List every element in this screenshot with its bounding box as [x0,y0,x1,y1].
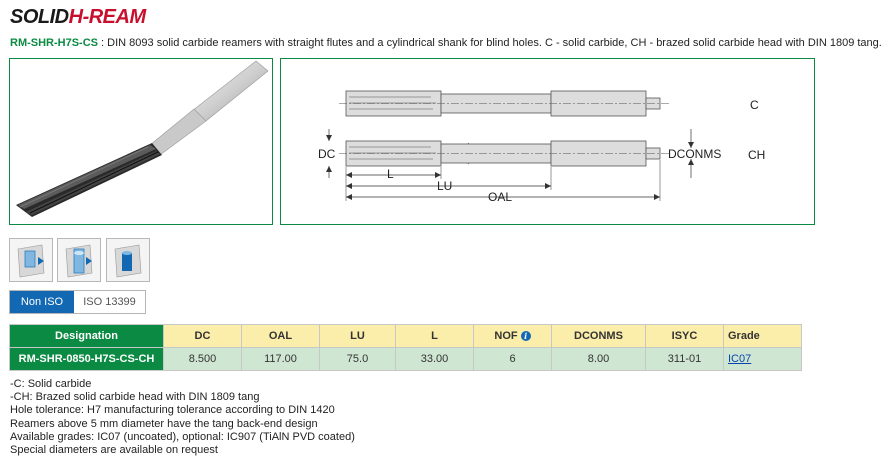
thumb-through-hole[interactable] [57,238,101,282]
note-line: Hole tolerance: H7 manufacturing toleran… [10,404,335,417]
product-code: RM-SHR-H7S-CS [10,37,98,49]
note-line: -C: Solid carbide [10,378,92,390]
tab-non-iso[interactable]: Non ISO [10,291,74,313]
tab-iso-13399[interactable]: ISO 13399 [74,291,145,313]
note-line: Reamers above 5 mm diameter have the tan… [10,417,318,430]
table-row: RM-SHR-0850-H7S-CS-CH 8.500 117.00 75.0 … [9,347,802,371]
cell-l: 33.00 [395,347,474,371]
technical-drawing-panel[interactable]: C CH DC DCONMS L [280,58,815,225]
cell-dc: 8.500 [163,347,242,371]
header-l: L [395,324,474,348]
reamer-c-drawing [339,90,669,117]
note-line: -CH: Brazed solid carbide head with DIN … [10,391,260,404]
header-isyc: ISYC [645,324,724,348]
header-oal: OAL [241,324,320,348]
thumb-cylinder[interactable] [106,238,150,282]
dim-l-label: L [387,167,394,181]
header-nof-label: NOF [494,330,518,342]
brand-logo-part2: H-REAM [68,6,147,28]
note-line: Special diameters are available on reque… [10,444,218,457]
brand-logo: SOLIDH-REAM [10,6,146,29]
product-image-panel[interactable] [9,58,273,225]
brand-logo-part1: SOLID [10,6,69,28]
cell-lu: 75.0 [319,347,396,371]
reamer-photo [16,60,269,217]
header-lu: LU [319,324,396,348]
blind-hole-icon [17,244,45,278]
variant-ch-label: CH [748,148,765,162]
cell-oal: 117.00 [241,347,320,371]
standard-tabs: Non ISO ISO 13399 [9,290,146,314]
dim-lu-label: LU [437,179,452,193]
through-hole-icon [65,244,93,278]
reamer-ch-drawing [339,140,669,167]
cell-nof: 6 [473,347,552,371]
thumb-blind-hole[interactable] [9,238,53,282]
dim-dconms-label: DCONMS [668,147,721,161]
grade-link[interactable]: IC07 [728,353,752,365]
cell-dconms: 8.00 [551,347,646,371]
product-description-text: : DIN 8093 solid carbide reamers with st… [98,37,882,49]
note-line: Available grades: IC07 (uncoated), optio… [10,430,355,443]
notes: -C: Solid carbide -CH: Brazed solid carb… [10,378,355,457]
cylinder-hole-icon [114,244,142,278]
header-grade: Grade [723,324,802,348]
product-description: RM-SHR-H7S-CS : DIN 8093 solid carbide r… [10,37,882,49]
cell-isyc: 311-01 [645,347,724,371]
technical-drawing: C CH DC DCONMS L [318,90,765,204]
dim-dc-label: DC [318,147,336,161]
cell-grade: IC07 [723,347,802,371]
header-designation: Designation [9,324,164,348]
dim-oal-label: OAL [488,190,512,204]
variant-c-label: C [750,98,759,112]
cell-designation: RM-SHR-0850-H7S-CS-CH [9,347,164,371]
header-dconms: DCONMS [551,324,646,348]
header-dc: DC [163,324,242,348]
info-icon[interactable]: i [520,331,531,342]
